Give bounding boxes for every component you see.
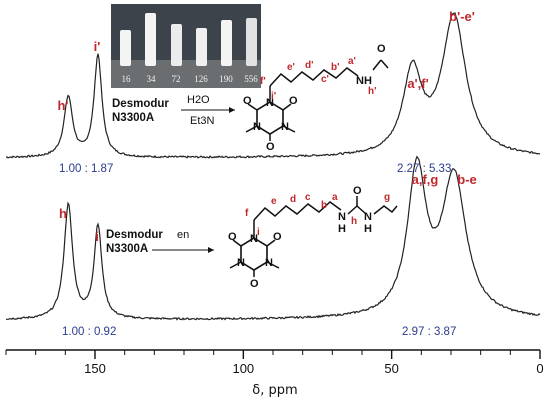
photo-label-72: 72: [172, 74, 181, 84]
photo-label-126: 126: [194, 74, 208, 84]
atom-n-amide-bottom: N: [338, 211, 346, 223]
atom-n-bottom-1: N: [250, 233, 258, 245]
peak-label-h-prime: h': [57, 98, 68, 113]
atom-o-top-3: O: [266, 141, 275, 153]
photo-label-34: 34: [147, 74, 157, 84]
chain-label-h: h: [351, 216, 357, 227]
ratio-top-left: 1.00 : 1.87: [59, 163, 113, 175]
ratio-bottom-left: 1.00 : 0.92: [62, 326, 116, 338]
spectra-layer: [5, 12, 541, 321]
chain-label-c: c: [305, 192, 311, 203]
chain-label-f: f: [245, 208, 249, 219]
atom-o-bottom-1: O: [228, 231, 237, 243]
peak-label-be-prime: b'-e': [449, 9, 475, 24]
condition-et3n: Et3N: [190, 115, 215, 127]
atom-o-bottom-3: O: [250, 278, 259, 290]
ratio-top-right: 2.27 : 5.33: [397, 163, 451, 175]
chain-label-d-prime: d': [305, 60, 314, 71]
chain-label-f-prime: f': [260, 76, 266, 87]
atom-o-top-2: O: [289, 95, 298, 107]
chain-label-g: g: [384, 192, 390, 203]
peak-label-afg: a,f,g: [412, 172, 439, 187]
atom-h-amide-bottom: H: [338, 223, 346, 235]
chain-label-i: i: [257, 227, 260, 238]
atom-nh-urea-bottom: N: [364, 211, 372, 223]
atom-n-top-1: N: [266, 97, 274, 109]
chain-label-b-prime: b': [331, 62, 340, 73]
photo-inset: 16 34 72 126 190 556: [111, 4, 261, 88]
chain-label-d: d: [290, 194, 296, 205]
atom-h-urea-bottom: H: [364, 223, 372, 235]
atom-o-urea-bottom: O: [353, 185, 362, 197]
chain-label-c-prime: c': [321, 74, 329, 85]
photo-label-556: 556: [244, 74, 258, 84]
atom-n-bottom-2: N: [237, 257, 245, 269]
reagent-bottom: Desmodur N3300A: [106, 229, 166, 255]
x-axis-title: δ, ppm: [252, 383, 297, 398]
peak-label-i: i: [95, 229, 99, 244]
x-tick-label: 0: [536, 361, 543, 376]
chain-label-e-prime: e': [287, 62, 295, 73]
peak-label-be: b-e: [457, 172, 477, 187]
chain-label-i-prime: i': [271, 91, 276, 102]
photo-label-16: 16: [122, 74, 132, 84]
x-tick-label: 100: [232, 361, 254, 376]
reaction-scheme-bottom: Desmodur N3300A en N N N O O O N H O N H…: [106, 185, 398, 290]
condition-h2o: H2O: [187, 94, 210, 106]
chain-label-e: e: [271, 196, 277, 207]
x-tick-label: 150: [84, 361, 106, 376]
reagent-top: Desmodur N3300A: [112, 98, 172, 124]
atom-o-amide-top: O: [377, 43, 386, 55]
chain-label-a: a: [332, 192, 338, 203]
alkyl-chain-bottom: [253, 201, 342, 221]
condition-en: en: [177, 229, 189, 241]
peak-label-i-prime: i': [94, 39, 101, 54]
spectrum-line-1: [5, 12, 541, 159]
photo-label-190: 190: [219, 74, 233, 84]
peak-label-h: h: [59, 206, 67, 221]
atom-o-bottom-2: O: [273, 231, 282, 243]
peak-label-af-prime: a',f': [407, 76, 428, 91]
ratio-bottom-right: 2.97 : 3.87: [402, 326, 456, 338]
chain-label-a-prime: a': [348, 56, 356, 67]
alkyl-chain-top: [269, 67, 359, 87]
atom-nh-top: NH: [356, 75, 372, 87]
atom-n-top-2: N: [253, 121, 261, 133]
chain-label-b: b: [321, 200, 327, 211]
x-tick-label: 50: [384, 361, 398, 376]
reaction-scheme-top: Desmodur N3300A H2O Et3N N N N O O O NH …: [112, 43, 389, 153]
x-axis: 150 100 50 0: [5, 349, 544, 376]
chain-label-h-prime: h': [368, 86, 377, 97]
spectrum-line-2: [6, 155, 541, 321]
atom-o-top-1: O: [243, 95, 252, 107]
